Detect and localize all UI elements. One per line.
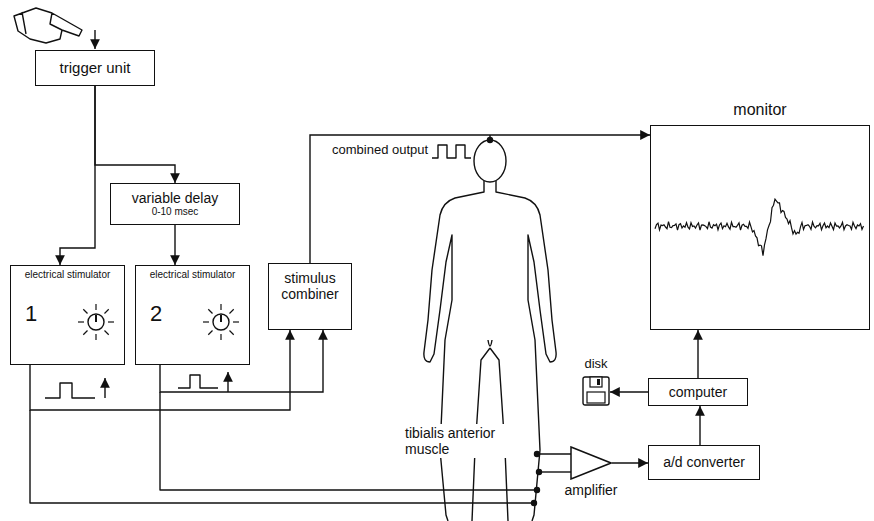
signal-connector [699, 406, 700, 445]
node-label: a/d converter [663, 454, 745, 470]
amplifier-symbol [570, 446, 612, 480]
signal-connector [95, 86, 175, 183]
emg-trace [651, 126, 867, 326]
head-electrode [488, 138, 493, 143]
square-wave [432, 145, 471, 158]
node-label: variable delay [132, 190, 218, 206]
floppy-symbol [582, 376, 610, 406]
trigger-box: trigger unit [35, 50, 155, 86]
signal-connector [612, 462, 648, 463]
stimulating-wire [160, 392, 537, 490]
trigger-arrow [94, 30, 95, 49]
pulse-icon [178, 375, 218, 388]
node-label: electrical stimulator [140, 269, 245, 281]
node-label: disk [566, 357, 626, 372]
converter-box: a/d converter [648, 445, 760, 480]
signal-connector [310, 135, 650, 263]
signal-connector [174, 225, 175, 265]
signal-label: combined output [332, 143, 428, 158]
knob-symbol [199, 300, 243, 344]
recording-wire [539, 471, 571, 472]
node-sublabel: 1 [25, 301, 120, 326]
pulse-arrow [104, 378, 105, 398]
signal-connector [610, 391, 648, 392]
amplifier-triangle: amplifier [570, 446, 612, 480]
computer-box: computer [648, 378, 748, 406]
pointing-hand [14, 8, 82, 43]
signal-connector [60, 86, 95, 265]
stimulator-box: electrical stimulator 2 [135, 265, 250, 365]
human-figure [424, 140, 556, 521]
node-label: computer [669, 384, 727, 400]
disk-icon: disk [582, 376, 610, 406]
node-label: monitor [651, 101, 869, 119]
node-label: stimulus combiner [273, 270, 347, 302]
signal-connector [697, 330, 698, 378]
node-label: amplifier [548, 482, 634, 498]
pulse-arrow [227, 372, 228, 392]
combiner-box: stimulus combiner [268, 263, 352, 330]
node-label: trigger unit [60, 59, 131, 76]
pulse-icon [45, 383, 95, 398]
monitor-screen: monitor [650, 125, 870, 330]
stimulator-box: electrical stimulator 1 [10, 265, 125, 365]
knob-symbol [74, 300, 118, 344]
node-sublabel: 0-10 msec [152, 206, 199, 218]
leg-electrodes [532, 452, 542, 506]
recording-wire [537, 453, 571, 454]
node-sublabel: 2 [150, 301, 245, 326]
muscle-label: tibialis anterior muscle [402, 424, 526, 458]
delay-box: variable delay0-10 msec [110, 183, 240, 225]
node-label: electrical stimulator [15, 269, 120, 281]
stimulating-wire [30, 410, 534, 503]
